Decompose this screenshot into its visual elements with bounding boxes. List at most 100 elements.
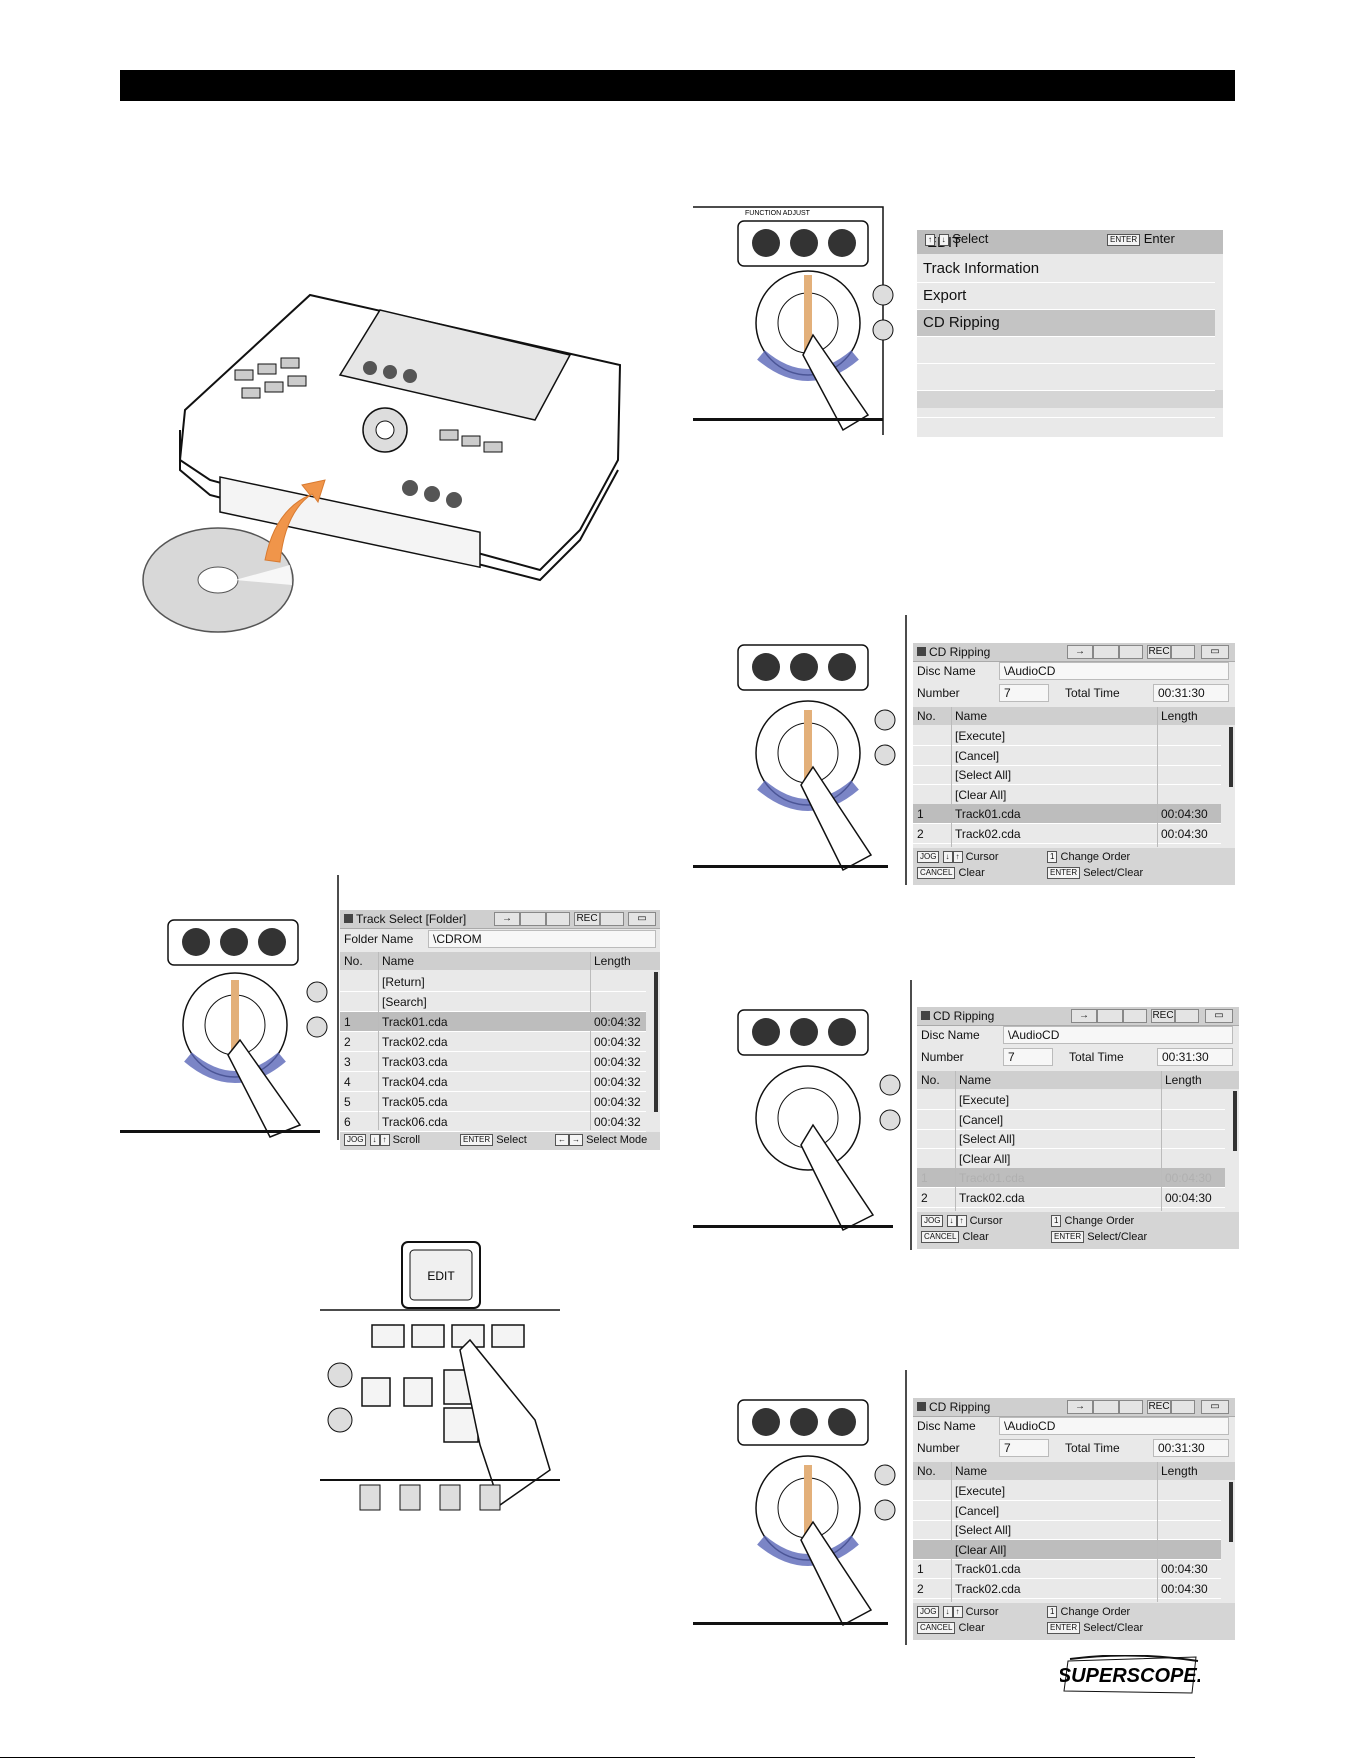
left-arrow-icon: ← — [555, 1134, 569, 1147]
function-adjust-label: FUNCTION ADJUST — [745, 210, 811, 217]
number-field: 7 — [999, 684, 1049, 702]
table-scrollbar[interactable] — [1229, 727, 1233, 787]
row-name: [Search] — [382, 995, 427, 1009]
row-name: [Cancel] — [955, 1503, 1000, 1518]
table-row[interactable]: [Cancel] — [913, 1501, 1221, 1521]
folder-name-field: \CDROM — [428, 930, 656, 948]
row-no: 3 — [344, 1055, 351, 1069]
row-no: 6 — [344, 1115, 351, 1129]
row-name: Track01.cda — [959, 1171, 1025, 1185]
rec-indicator: REC — [1147, 645, 1171, 659]
row-name: [Select All] — [959, 1132, 1016, 1146]
arrow-right-icon: → — [494, 912, 520, 926]
table-row[interactable]: [Search] — [340, 992, 646, 1012]
row-length: 00:04:32 — [594, 1095, 641, 1109]
row-no: 4 — [344, 1075, 351, 1089]
arrow-right-icon: → — [1071, 1009, 1097, 1023]
up-arrow-icon: ↑ — [952, 1606, 963, 1619]
table-row[interactable]: [Clear All] — [913, 785, 1221, 805]
row-no: 1 — [917, 807, 924, 821]
superscope-logo: SUPERSCOPE. — [1060, 1655, 1200, 1694]
row-no: 2 — [917, 826, 924, 841]
table-row[interactable]: 5 Track05.cda 00:04:32 — [340, 1092, 646, 1112]
disc-name-field: \AudioCD — [1003, 1026, 1233, 1044]
up-arrow-icon: ↑ — [952, 851, 963, 864]
device-cd-insert-illustration — [142, 293, 622, 633]
table-row[interactable]: [Cancel] — [913, 746, 1221, 766]
table-row[interactable]: [Return] — [340, 972, 646, 992]
col-no: No. — [921, 1073, 940, 1087]
total-time-field: 00:31:30 — [1153, 1439, 1229, 1457]
jog-dial-illustration-4 — [693, 1370, 908, 1645]
row-name: [Return] — [382, 975, 425, 989]
down-arrow-icon: ↓ — [942, 851, 953, 864]
cancel-key-icon: CANCEL — [917, 1622, 956, 1635]
down-arrow-icon: ↓ — [942, 1606, 953, 1619]
rec-indicator: REC — [1151, 1009, 1175, 1023]
number-label: Number — [917, 686, 960, 700]
disc-name-field: \AudioCD — [999, 662, 1229, 680]
edit-menu-header: EDIT — [917, 230, 1223, 254]
table-row[interactable]: [Clear All] — [917, 1149, 1225, 1169]
enter-key-icon: ENTER — [1051, 1231, 1085, 1244]
col-length: Length — [1165, 1073, 1202, 1087]
row-length: 00:04:32 — [594, 1035, 641, 1049]
number-field: 7 — [999, 1439, 1049, 1457]
table-row[interactable]: [Execute] — [917, 1090, 1225, 1110]
menu-item-empty — [917, 337, 1215, 364]
down-arrow-icon: ↓ — [369, 1134, 380, 1147]
row-name: Track02.cda — [955, 1581, 1021, 1596]
table-scrollbar[interactable] — [1233, 1091, 1237, 1151]
table-row[interactable]: [Select All] — [917, 1129, 1225, 1149]
table-row[interactable]: [Execute] — [913, 1481, 1221, 1501]
edit-menu-footer: ↑ ↓ Select ENTER Enter — [917, 231, 1223, 408]
row-no: 5 — [344, 1095, 351, 1109]
track-select-footer: JOG ↓↑ Scroll ENTER Select ←→ Select Mod… — [340, 1132, 660, 1150]
enter-key-icon: ENTER — [460, 1134, 494, 1147]
table-row[interactable]: [Clear All] — [913, 1539, 1221, 1560]
jog-dial-illustration-1: FUNCTION ADJUST — [693, 205, 908, 435]
screen-title: CD Ripping — [929, 1400, 991, 1414]
menu-item-track-information[interactable]: Track Information — [917, 256, 1215, 283]
table-scrollbar[interactable] — [654, 972, 658, 1112]
cancel-key-icon: CANCEL — [917, 867, 956, 880]
up-arrow-icon: ↑ — [379, 1134, 390, 1147]
table-scrollbar[interactable] — [1229, 1482, 1233, 1542]
one-key-icon: 1 — [1047, 851, 1058, 864]
enter-key-icon: ENTER — [1047, 867, 1081, 880]
table-row[interactable]: [Select All] — [913, 765, 1221, 785]
menu-item-export[interactable]: Export — [917, 283, 1215, 310]
jog-key-icon: JOG — [917, 851, 940, 864]
jog-dial-illustration-3 — [693, 980, 913, 1250]
cancel-key-icon: CANCEL — [921, 1231, 960, 1244]
menu-item-cd-ripping[interactable]: CD Ripping — [917, 310, 1215, 337]
table-row[interactable]: [Select All] — [913, 1520, 1221, 1540]
track-select-title-bar: Track Select [Folder] → REC ▭ — [340, 910, 660, 929]
total-time-label: Total Time — [1069, 1050, 1124, 1064]
footer-rule — [0, 1757, 1195, 1758]
table-header: No. Name Length — [340, 952, 660, 970]
row-name: Track05.cda — [382, 1095, 448, 1109]
up-arrow-icon: ↑ — [925, 233, 935, 246]
table-row[interactable]: [Cancel] — [917, 1110, 1225, 1130]
row-length: 00:04:30 — [1165, 1190, 1212, 1205]
row-length: 00:04:32 — [594, 1075, 641, 1089]
one-key-icon: 1 — [1051, 1215, 1062, 1228]
col-no: No. — [344, 954, 363, 968]
section-header-bar — [120, 70, 1235, 101]
table-row[interactable]: [Execute] — [913, 726, 1221, 746]
battery-icon: ▭ — [1201, 1400, 1229, 1414]
